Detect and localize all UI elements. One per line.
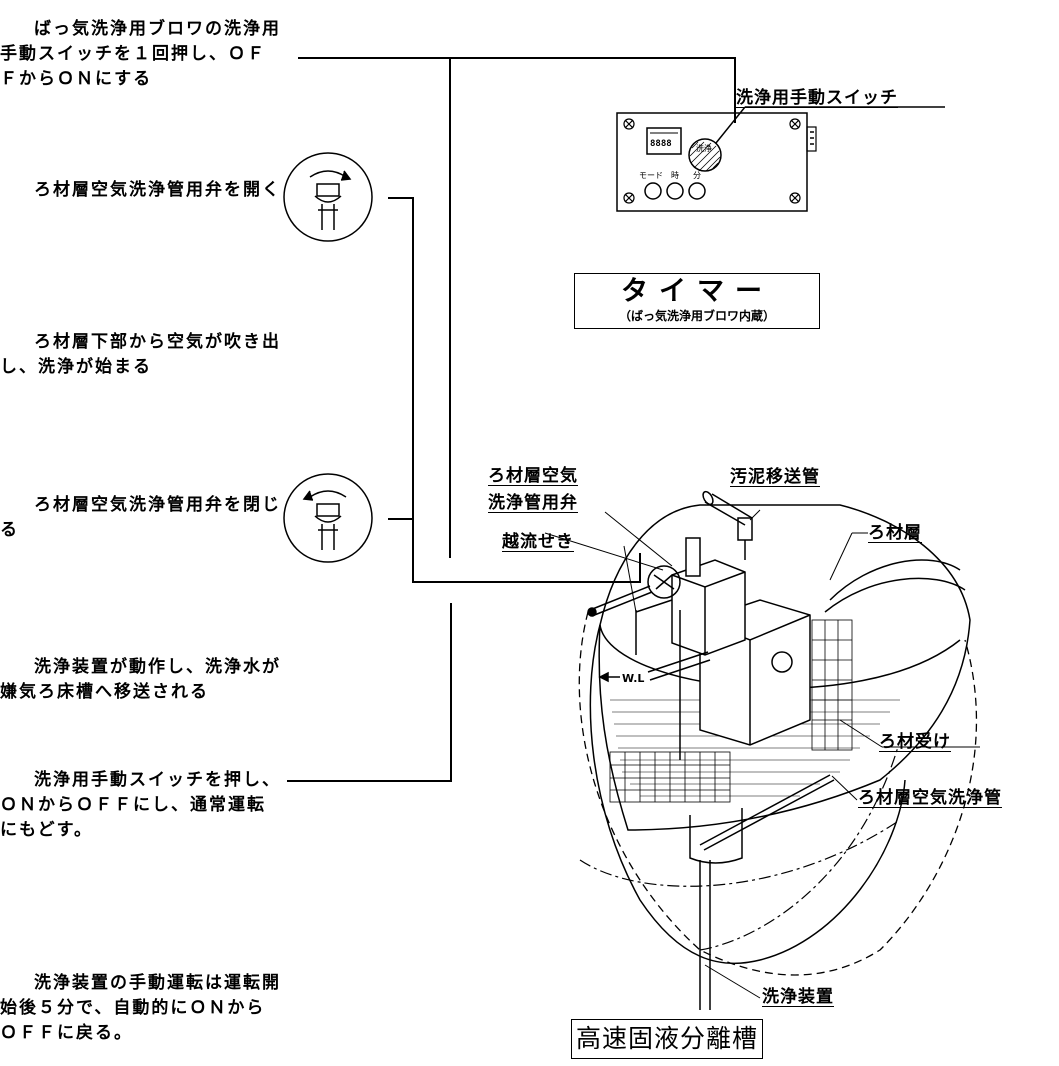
filter-holder-label: ろ材受け bbox=[879, 732, 951, 752]
valve-label-line1: ろ材層空気 bbox=[488, 466, 578, 486]
switch-face-label: 洗浄 bbox=[696, 143, 712, 153]
timer-title-box: タイマー （ばっ気洗浄用ブロワ内蔵） bbox=[574, 273, 820, 329]
connector-lines bbox=[287, 57, 736, 782]
timer-display: 8888 bbox=[650, 139, 672, 149]
hour-button-label: 時 bbox=[671, 171, 679, 180]
weir-label: 越流せき bbox=[502, 532, 574, 552]
mode-button-label: モード bbox=[639, 171, 663, 180]
step-2-text: ろ材層空気洗浄管用弁を開く bbox=[34, 180, 281, 200]
switch-label: 洗浄用手動スイッチ bbox=[736, 88, 898, 108]
valve-open-icon bbox=[283, 152, 373, 242]
timer-title: タイマー bbox=[621, 276, 773, 307]
washer-label: 洗浄装置 bbox=[762, 987, 834, 1007]
air-pipe-label: ろ材層空気洗浄管 bbox=[858, 788, 1002, 808]
sludge-pipe-label: 汚泥移送管 bbox=[730, 467, 820, 487]
step-6-text: 洗浄用手動スイッチを押し、ＯＮからＯＦＦにし、通常運転にもどす。 bbox=[0, 770, 281, 840]
tank-drawing bbox=[544, 490, 980, 1010]
step-1-text: ばっ気洗浄用ブロワの洗浄用手動スイッチを１回押し、ＯＦＦからＯＮにする bbox=[0, 19, 281, 89]
step-5-text: 洗浄装置が動作し、洗浄水が嫌気ろ床槽へ移送される bbox=[0, 657, 281, 702]
water-level-label: W.L bbox=[622, 672, 644, 685]
step-7-text: 洗浄装置の手動運転は運転開始後５分で、自動的にＯＮからＯＦＦに戻る。 bbox=[0, 973, 281, 1043]
timer-subtitle: （ばっ気洗浄用ブロワ内蔵） bbox=[618, 309, 775, 323]
filter-layer-label: ろ材層 bbox=[868, 523, 922, 543]
step-3-text: ろ材層下部から空気が吹き出し、洗浄が始まる bbox=[0, 332, 281, 377]
filter-grid bbox=[609, 619, 853, 803]
timer-panel bbox=[616, 106, 945, 212]
step-4-text: ろ材層空気洗浄管用弁を閉じる bbox=[0, 495, 281, 540]
valve-label-line2: 洗浄管用弁 bbox=[488, 493, 578, 513]
tank-title: 高速固液分離槽 bbox=[571, 1019, 764, 1059]
minute-button-label: 分 bbox=[693, 171, 701, 180]
valve-close-icon bbox=[283, 473, 373, 563]
